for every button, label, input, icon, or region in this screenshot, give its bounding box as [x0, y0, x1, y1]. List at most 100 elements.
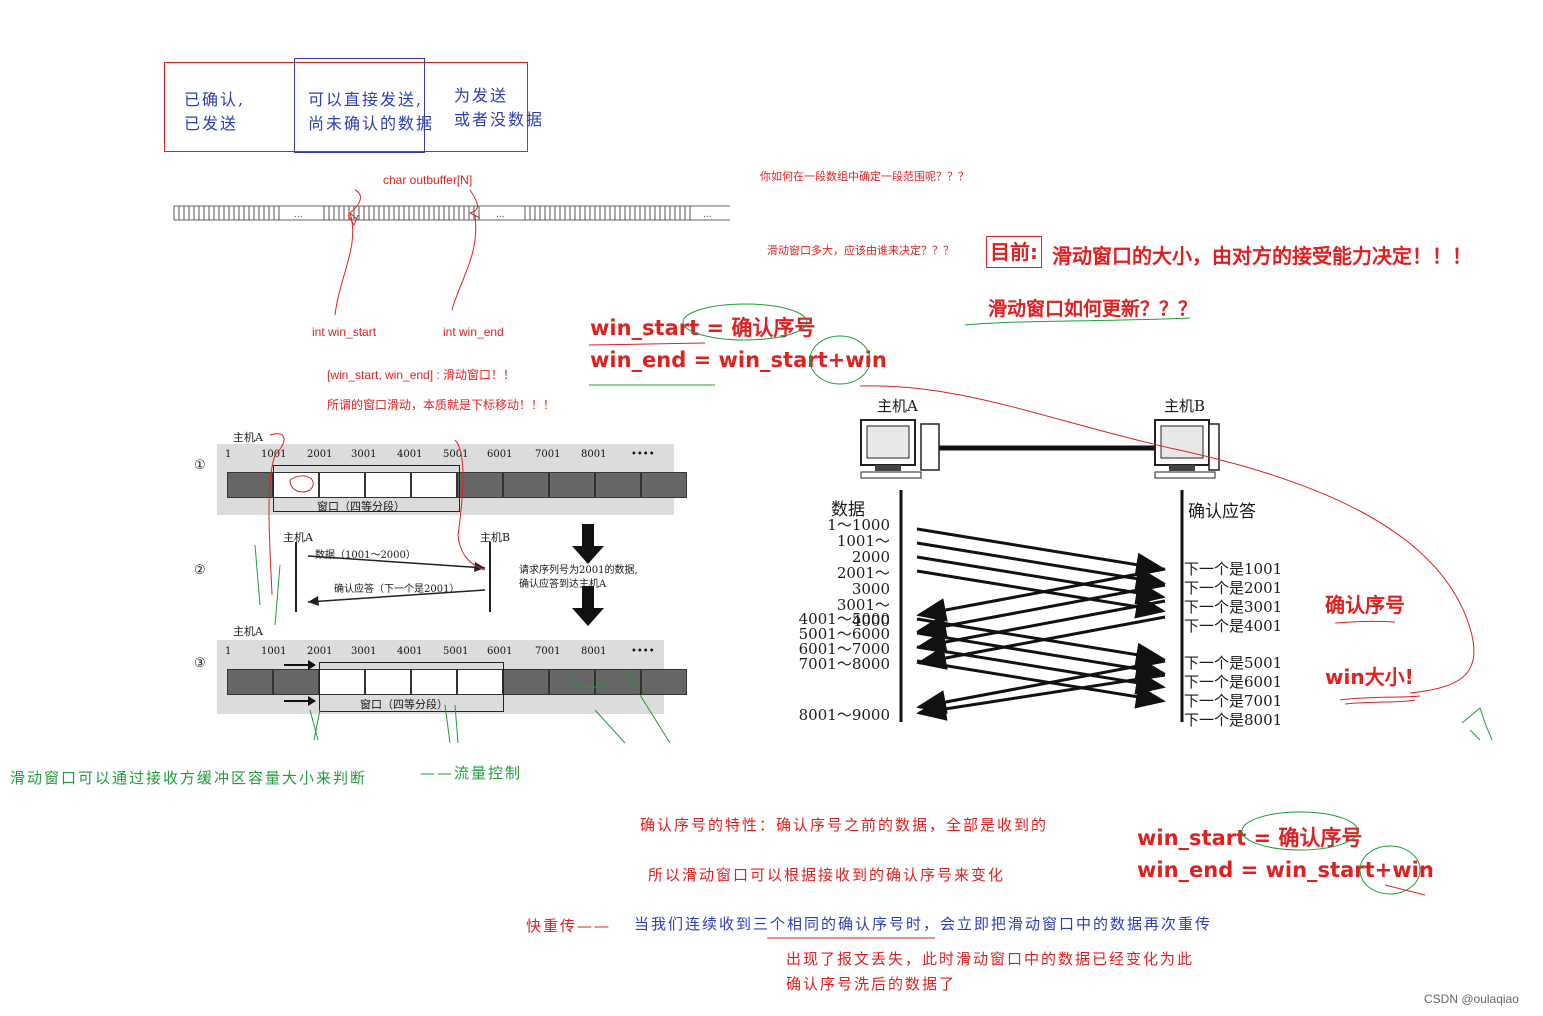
seq-label: •••• [631, 646, 655, 657]
flow-control-tag: ——流量控制 [420, 764, 523, 782]
update-question: 滑动窗口如何更新？？？ [988, 298, 1198, 320]
seq-label: 8001 [581, 646, 607, 657]
seq-label: 1001 [261, 646, 287, 657]
seq-label: 5001 [443, 449, 469, 460]
right-host-b: 主机B [1164, 397, 1206, 415]
seq-label: 6001 [487, 449, 513, 460]
segment-cell [227, 669, 273, 695]
flow-control-note: 滑动窗口可以通过接收方缓冲区容量大小来判断 [10, 769, 368, 787]
formula-bottom-line2: win_end = win_start+win [1137, 858, 1434, 882]
right-figure-scribbles [859, 385, 1493, 741]
seq-label: •••• [631, 449, 655, 460]
fast-retx-text: 当我们连续收到三个相同的确认序号时，会立即把滑动窗口中的数据再次重传 [634, 915, 1213, 933]
down-arrows [572, 524, 604, 626]
buffer-pointers [334, 189, 481, 316]
left-figure-scribbles [254, 433, 671, 744]
ack-seq-note: 确认序号 [1325, 593, 1405, 617]
data-range-1: 1～1000 [827, 516, 890, 534]
legend-unsent-line2: 或者没数据 [454, 110, 545, 129]
ack-8: 下一个是8001 [1184, 711, 1283, 729]
segment-cell [365, 472, 411, 498]
current-prefix: 目前: [986, 236, 1042, 268]
segment-cell [273, 669, 319, 695]
ack-1: 下一个是1001 [1184, 560, 1283, 578]
data-header: 数据 [831, 500, 865, 520]
ack-4: 下一个是4001 [1184, 617, 1283, 635]
ack-3: 下一个是3001 [1184, 598, 1283, 616]
panel2-request-note-1: 请求序列号为2001的数据, [519, 565, 638, 576]
segment-cell [641, 472, 687, 498]
segment-cell [503, 472, 549, 498]
seq-label: 3001 [351, 646, 377, 657]
formula-bottom-annotations [1241, 811, 1426, 896]
legend-acked-line2: 已发送 [184, 114, 239, 133]
segment-cell [273, 472, 319, 498]
segment-cell [411, 472, 457, 498]
panel1-window-caption: 窗口（四等分段） [317, 500, 405, 513]
seq-label: 2001 [307, 646, 333, 657]
fast-retx-reason-2: 确认序号洗后的数据了 [786, 975, 957, 993]
right-host-a: 主机A [877, 397, 918, 415]
buffer-ellipsis-1: ... [294, 210, 303, 220]
data-range-3: 2001～3000 [836, 564, 890, 598]
formula-top-line2: win_end = win_start+win [590, 348, 887, 372]
ack-6: 下一个是6001 [1184, 673, 1283, 691]
row-marker-2: ② [194, 563, 206, 578]
panel2-data-label: 数据（1001～2000） [315, 550, 416, 561]
formula-top-line1: win_start = 确认序号 [590, 316, 816, 340]
buffer-strip: ... ... ... [173, 205, 730, 221]
panel1-window-frame [273, 465, 460, 512]
segment-cell [457, 669, 503, 695]
data-range-9: 8001～9000 [798, 706, 890, 724]
data-range-5: 4001～5000 [798, 610, 890, 628]
row-marker-3: ③ [194, 656, 206, 671]
panel2-exchange [295, 542, 491, 612]
formula-top-annotations [588, 303, 871, 386]
hosts-computers [860, 419, 1220, 479]
update-underline [964, 317, 1191, 326]
buffer-ellipsis-2: ... [496, 210, 505, 220]
panel1-host-a: 主机A [233, 431, 263, 444]
data-range-2: 1001～2000 [836, 532, 890, 566]
panel3-window-frame [319, 662, 504, 712]
data-range-6: 5001～6000 [798, 625, 890, 643]
panel2-ack-label: 确认应答（下一个是2001） [334, 584, 460, 595]
panel3-shift-arrows [284, 660, 316, 706]
segment-cell [549, 472, 595, 498]
segment-cell [227, 472, 273, 498]
seq-label: 7001 [535, 449, 561, 460]
ack-header: 确认应答 [1188, 502, 1256, 522]
seq-label: 8001 [581, 449, 607, 460]
panel3-host-a: 主机A [233, 625, 263, 638]
ack-change-note: 所以滑动窗口可以根据接收到的确认序号来变化 [648, 866, 1006, 884]
segment-cell [411, 669, 457, 695]
window-range-note: [win_start, win_end] : 滑动窗口！！ [327, 368, 516, 382]
range-question: 你如何在一段数组中确定一段范围呢？？？ [760, 170, 969, 183]
ack-2: 下一个是2001 [1184, 579, 1283, 597]
seq-label: 7001 [535, 646, 561, 657]
buffer-label: char outbuffer[N] [383, 173, 473, 187]
segment-cell [365, 669, 411, 695]
data-range-7: 6001～7000 [798, 640, 890, 658]
current-answer: 滑动窗口的大小，由对方的接受能力决定！！！ [1052, 244, 1472, 268]
data-range-4: 3001～4000 [836, 596, 890, 630]
panel1-cells [227, 472, 687, 498]
win-end-label: int win_end [443, 325, 504, 339]
seq-label: 6001 [487, 646, 513, 657]
win-start-label: int win_start [312, 325, 377, 339]
buffer-ellipsis-3: ... [703, 210, 712, 220]
panel2-host-a: 主机A [283, 531, 313, 544]
seq-label: 4001 [397, 449, 423, 460]
fast-retx-label: 快重传—— [526, 917, 612, 935]
seq-label: 2001 [307, 449, 333, 460]
window-essence-note: 所谓的窗口滑动，本质就是下标移动！！！ [327, 398, 556, 412]
segment-cell [319, 472, 365, 498]
seq-label: 4001 [397, 646, 423, 657]
exchange-arrows [899, 490, 1184, 722]
segment-cell [595, 472, 641, 498]
seq-label: 1 [225, 449, 232, 460]
seq-label: 1001 [261, 449, 287, 460]
win-size-note: win大小! [1325, 665, 1414, 689]
fast-retx-reason-1: 出现了报文丢失，此时滑动窗口中的数据已经变化为此 [786, 950, 1195, 968]
